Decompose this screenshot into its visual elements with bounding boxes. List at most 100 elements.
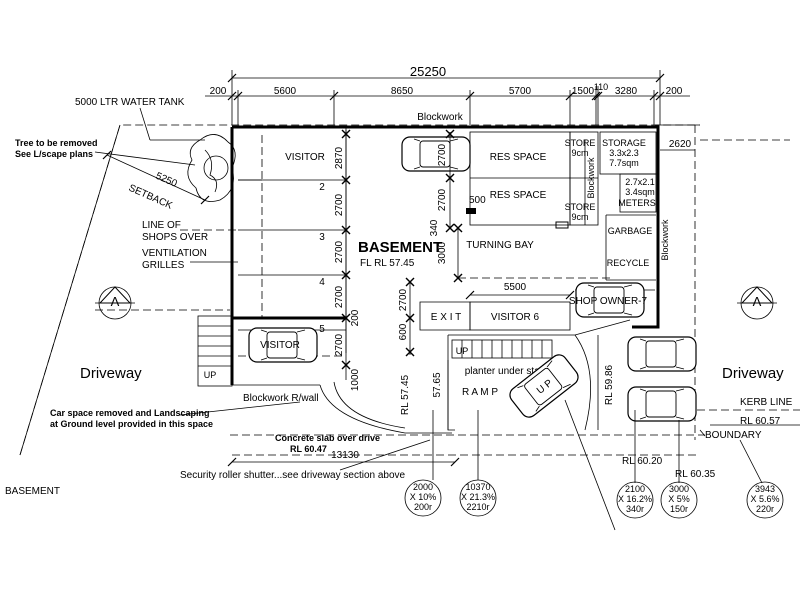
car-top (401, 136, 471, 172)
dim-seg-4: 5700 (509, 86, 532, 97)
grade-3-line-2: X 16.2% (618, 494, 652, 504)
driveway-left-label: Driveway (80, 365, 142, 382)
blockwork-mid-label: Blockwork (586, 157, 596, 199)
rl-6057: RL 60.57 (740, 416, 781, 427)
res-space-2: RES SPACE (490, 190, 547, 201)
basement-title: BASEMENT (358, 239, 442, 256)
dim-seg-6: 3280 (615, 86, 638, 97)
bay-3-label: 3 (319, 232, 325, 243)
setback-label: SETBACK (127, 183, 174, 212)
top-dimensions: 25250 110 200 5600 8650 5700 1500 3280 2… (205, 64, 690, 125)
dim-3000: 3000 (437, 241, 448, 264)
grade-4-line-1: 3000 (669, 484, 689, 494)
grade-leaders (432, 399, 763, 531)
ramp-label: R A M P (462, 387, 498, 398)
basement-fl: FL RL 57.45 (360, 258, 415, 269)
dim-overall: 25250 (410, 64, 446, 79)
bay-visitor-label: VISITOR (285, 152, 325, 163)
site-boundary (19, 124, 800, 456)
dim-small: 110 (594, 82, 608, 92)
grade-circle-3: 2100 X 16.2% 340r (616, 481, 654, 519)
blockwork-right-label: Blockwork (660, 219, 670, 261)
section-a-left: A (111, 294, 120, 309)
rl-5765: 57.65 (432, 372, 443, 397)
driveway-right-label: Driveway (722, 365, 784, 382)
tree-note-1: Tree to be removed (15, 138, 98, 148)
bay-2-label: 2 (319, 182, 325, 193)
bay-visitor2-label: VISITOR (260, 340, 300, 351)
store-rooms: STORE 9cm STORE 9cm Blockwork STORAGE 3.… (565, 131, 695, 281)
grade-5-line-2: X 5.6% (750, 494, 779, 504)
planter-label: planter under stair (465, 366, 546, 377)
dim-seg-2: 5600 (274, 86, 297, 97)
res-spaces: 2700 2700 RES SPACE RES SPACE 500 340 (401, 129, 571, 236)
dim-13130: 13130 (331, 450, 359, 461)
turning-bay: 3000 TURNING BAY (437, 223, 610, 283)
grade-4-line-2: X 5% (668, 494, 690, 504)
section-marker-left: A (95, 286, 135, 320)
res-space-1: RES SPACE (490, 152, 547, 163)
grade-5-line-3: 220r (756, 504, 774, 514)
section-marker-right: A (737, 286, 777, 320)
storage-area: 7.7sqm (609, 158, 639, 168)
storage-size: 3.3x2.3 (609, 148, 639, 158)
dim-1000: 1000 (350, 368, 361, 391)
tree-note-2: See L/scape plans (15, 149, 93, 159)
basement-caption: BASEMENT (5, 486, 60, 497)
water-tank-label: 5000 LTR WATER TANK (75, 97, 185, 108)
grade-1-line-3: 200r (414, 502, 432, 512)
store-1-label: STORE (565, 138, 596, 148)
dim-seg-1: 200 (210, 86, 227, 97)
tree-icon (187, 134, 236, 202)
garbage-label: GARBAGE (608, 226, 653, 236)
dim-2700-c: 2700 (334, 285, 345, 308)
setback-value: 5250 (154, 171, 179, 190)
grade-2-line-3: 2210r (466, 502, 489, 512)
dim-340: 340 (429, 219, 440, 236)
bay-4-label: 4 (319, 277, 325, 288)
grade-circle-4: 3000 X 5% 150r (660, 481, 698, 519)
ventilation-label: VENTILATION (142, 248, 207, 259)
ramp-area: UP planter under stair R A M P U P RL 59… (400, 334, 615, 431)
grade-1-line-2: X 10% (410, 492, 437, 502)
dim-2700-a: 2700 (334, 193, 345, 216)
security-shutter-note: Security roller shutter...see driveway s… (180, 470, 406, 481)
dim-2620: 2620 (669, 139, 692, 150)
car-ramp: U P (506, 351, 582, 421)
stair-up-label: UP (456, 346, 469, 356)
dim-500: 500 (469, 195, 486, 206)
grade-3-line-1: 2100 (625, 484, 645, 494)
car-right-2 (627, 386, 697, 422)
bay-5-label: 5 (319, 324, 325, 335)
dim-2700-d: 2700 (334, 333, 345, 356)
grade-5-line-1: 3943 (755, 484, 775, 494)
rl-6035: RL 60.35 (675, 469, 716, 480)
line-of-label: LINE OF (142, 220, 181, 231)
grade-circle-1: 2000 X 10% 200r (404, 479, 442, 517)
grade-2-line-2: X 21.3% (461, 492, 495, 502)
dim-2700-b: 2700 (334, 240, 345, 263)
rl-5986: RL 59.86 (604, 364, 615, 405)
blockwork-top-label: Blockwork (417, 112, 464, 123)
car-right-1 (627, 336, 697, 372)
blockwork-rwall-label: Blockwork R/wall (243, 393, 319, 404)
grilles-label: GRILLES (142, 260, 185, 271)
store-1-size: 9cm (571, 148, 588, 158)
grade-2-line-1: 10370 (465, 482, 490, 492)
kerb-line-label: KERB LINE (740, 397, 793, 408)
visitor-6-label: VISITOR 6 (491, 312, 540, 323)
storage-label: STORAGE (602, 138, 646, 148)
dim-2870: 2870 (334, 146, 345, 169)
parking-bays-left: VISITOR 2 3 4 5 VISITOR 2870 2700 2700 2… (180, 129, 361, 391)
grade-1-line-1: 2000 (413, 482, 433, 492)
lower-parking: 5500 5495 VISITOR 6 SHOP OWNER-7 E X I T… (398, 277, 655, 431)
grade-3-line-3: 340r (626, 504, 644, 514)
concrete-note-1: Concrete slab over drive (275, 433, 380, 443)
concrete-note-2: RL 60.47 (290, 444, 327, 454)
shop-owner-label: SHOP OWNER-7 (569, 296, 648, 307)
dim-seg-7: 200 (666, 86, 683, 97)
rl-6020: RL 60.20 (622, 456, 663, 467)
dim-seg-5: 1500 (572, 86, 595, 97)
store-2-label: STORE (565, 202, 596, 212)
